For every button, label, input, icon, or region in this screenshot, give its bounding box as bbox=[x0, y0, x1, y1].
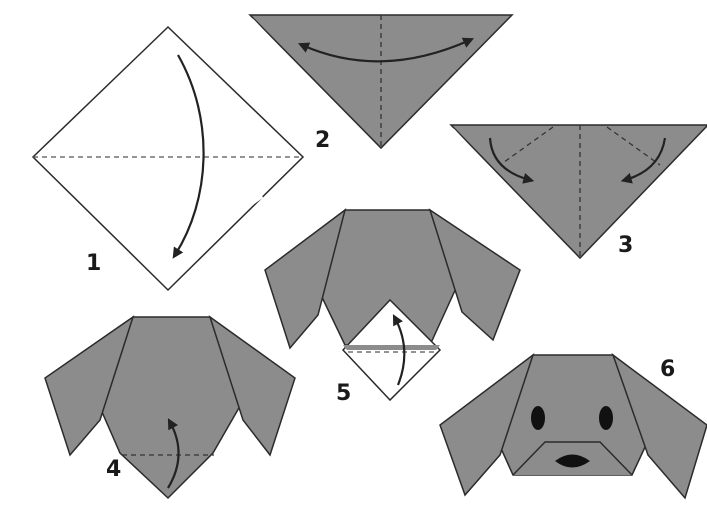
fold-arrow bbox=[392, 314, 406, 386]
fold-arrow bbox=[297, 37, 475, 63]
step-2-diagram bbox=[248, 14, 514, 150]
step-5-diagram bbox=[264, 208, 521, 402]
right-ear bbox=[611, 352, 707, 500]
fold-arrow bbox=[620, 137, 667, 184]
paper-square bbox=[31, 25, 305, 292]
fold-line bbox=[499, 126, 554, 166]
left-eye bbox=[531, 406, 545, 430]
step-number: 2 bbox=[315, 128, 330, 153]
left-ear bbox=[44, 315, 135, 457]
left-ear bbox=[264, 208, 347, 350]
left-ear bbox=[439, 352, 535, 497]
fold-arrow bbox=[167, 418, 180, 489]
step-1-diagram bbox=[31, 25, 305, 292]
step-6-diagram bbox=[439, 352, 707, 500]
right-eye bbox=[599, 406, 613, 430]
right-ear bbox=[428, 208, 521, 342]
step-number: 3 bbox=[618, 233, 633, 258]
step-4-diagram bbox=[44, 315, 296, 504]
right-ear bbox=[208, 315, 296, 457]
step-number: 6 bbox=[660, 357, 675, 382]
step-number: 1 bbox=[86, 251, 101, 276]
fold-arrow bbox=[172, 54, 205, 259]
step-number: 5 bbox=[336, 381, 351, 406]
fold-line bbox=[606, 126, 661, 166]
paper-triangle bbox=[449, 124, 707, 260]
step-3-diagram bbox=[449, 124, 707, 260]
nose bbox=[555, 454, 590, 468]
step-number: 4 bbox=[106, 457, 121, 482]
fold-arrow bbox=[488, 137, 535, 184]
